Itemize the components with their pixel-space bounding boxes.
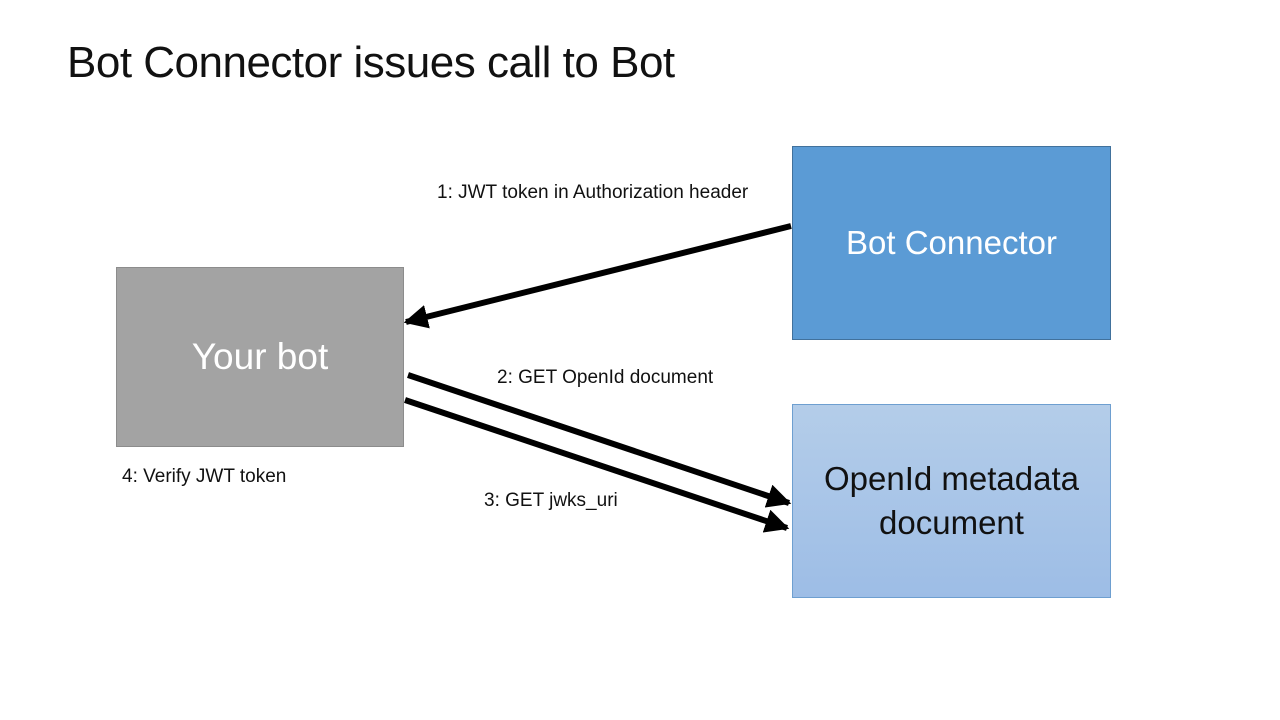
slide-title: Bot Connector issues call to Bot [67,38,675,87]
step-1-label: 1: JWT token in Authorization header [437,182,749,203]
arrow-connector-to-bot [403,223,792,329]
step-2-label: 2: GET OpenId document [497,367,714,388]
bot-connector-box: Bot Connector [792,146,1111,340]
arrow-get-openid-document [407,372,792,508]
step-4-label: 4: Verify JWT token [122,466,287,487]
bot-connector-label: Bot Connector [846,224,1057,261]
openid-metadata-label: OpenId metadata document [823,460,1079,541]
openid-metadata-box: OpenId metadata document [792,404,1111,598]
step-3-label: 3: GET jwks_uri [484,490,618,511]
arrow-get-jwks-uri [404,397,790,533]
your-bot-label: Your bot [191,336,329,377]
your-bot-box: Your bot [116,267,404,447]
